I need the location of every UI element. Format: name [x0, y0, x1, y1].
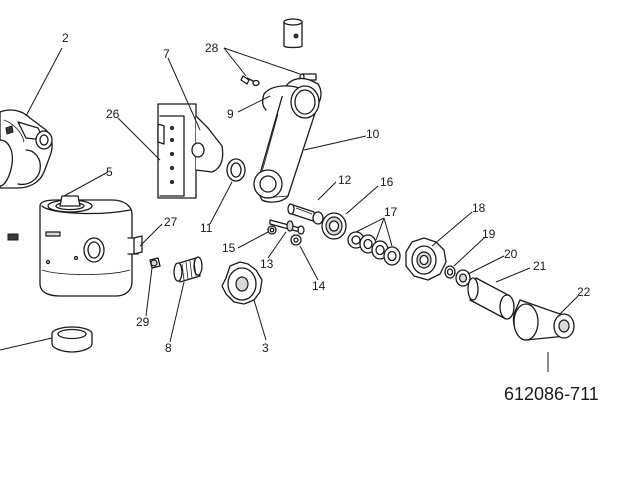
callout-18: 18: [472, 201, 486, 215]
callout-17: 17: [384, 205, 398, 219]
callout-labels: 2 5 7 26 28 9 10 11 12 15 13 14 16 17 18…: [62, 31, 591, 355]
small-screw-left: [7, 233, 19, 241]
callout-12: 12: [338, 173, 352, 187]
part-18-knurled-nut: [405, 237, 447, 281]
callout-20: 20: [504, 247, 518, 261]
part-21-tube: [467, 277, 515, 320]
part-cap-top: [283, 18, 303, 49]
callout-21: 21: [533, 259, 547, 273]
part-17-washers: [347, 231, 401, 266]
part-20-ring: [455, 269, 471, 287]
callout-3: 3: [262, 341, 269, 355]
part-14-nut: [290, 234, 302, 246]
part-11-washer: [226, 158, 246, 182]
callout-16: 16: [380, 175, 394, 189]
part-16-flange: [321, 212, 347, 240]
part-3-star-knob: [221, 261, 263, 305]
callout-2: 2: [62, 31, 69, 45]
callout-5: 5: [106, 165, 113, 179]
part-2-head-assembly: [0, 109, 53, 189]
callout-11: 11: [200, 221, 213, 235]
part-27-tab: [133, 235, 143, 255]
callout-10: 10: [366, 127, 380, 141]
callout-15: 15: [222, 241, 236, 255]
callout-22: 22: [577, 285, 591, 299]
part-5-housing: [39, 195, 139, 297]
part-8-knob: [173, 256, 203, 283]
callout-28: 28: [205, 41, 219, 55]
leader-lines: [25, 47, 579, 372]
lens-ring: [0, 326, 93, 353]
callout-19: 19: [482, 227, 496, 241]
callout-13: 13: [260, 257, 274, 271]
part-22-cone: [512, 299, 575, 341]
part-26-clamp-plate: [157, 103, 224, 199]
callout-14: 14: [312, 279, 326, 293]
part-28-pins: [240, 73, 317, 87]
callout-7: 7: [163, 47, 170, 61]
part-19-washer: [444, 265, 456, 279]
part-12-bushing: [287, 203, 324, 225]
callout-27: 27: [164, 215, 178, 229]
part-13-screw: [269, 219, 305, 235]
callout-9: 9: [227, 107, 234, 121]
callout-8: 8: [165, 341, 172, 355]
drawing-number: 612086-711: [504, 384, 599, 404]
part-10-arm: [253, 77, 322, 203]
callout-29: 29: [136, 315, 150, 329]
callout-26: 26: [106, 107, 120, 121]
part-29-screw: [149, 257, 161, 269]
part-15-screw: [267, 225, 277, 235]
